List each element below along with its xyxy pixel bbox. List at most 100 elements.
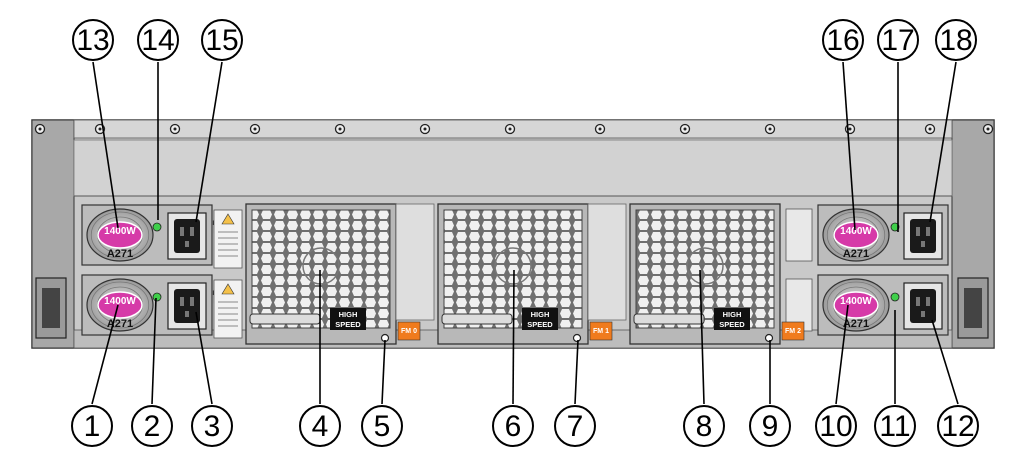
callout-number: 11 bbox=[874, 405, 916, 447]
screw-icon bbox=[419, 123, 431, 135]
screw-icon bbox=[169, 123, 181, 135]
fan-hub-icon bbox=[302, 247, 340, 285]
power-supply-unit: 1400WA271PS 1 bbox=[796, 274, 949, 336]
svg-text:4: 4 bbox=[312, 410, 329, 443]
psu-handle-label[interactable]: 1400W bbox=[97, 221, 143, 249]
svg-text:18: 18 bbox=[939, 24, 972, 57]
svg-text:SPEED: SPEED bbox=[719, 320, 745, 329]
callout-number: 4 bbox=[299, 405, 341, 447]
psu-model: A271 bbox=[843, 248, 869, 260]
callout-number: 5 bbox=[361, 405, 403, 447]
power-supplies: 1400WA271PS 21400WA271PS 01400WA271PS 31… bbox=[81, 204, 949, 339]
fan-status-led-icon bbox=[764, 333, 774, 343]
power-supply-unit: 1400WA271PS 0 bbox=[81, 274, 226, 336]
power-supply-unit: 1400WA271PS 2 bbox=[81, 204, 226, 266]
screw-icon bbox=[982, 123, 994, 135]
callout-number: 15 bbox=[201, 19, 243, 61]
svg-text:SPEED: SPEED bbox=[527, 320, 553, 329]
fan-hub-icon bbox=[686, 247, 724, 285]
ac-power-inlet[interactable] bbox=[167, 212, 207, 260]
fan-status-led-icon bbox=[572, 333, 582, 343]
screw-icon bbox=[249, 123, 261, 135]
callout-number: 16 bbox=[822, 19, 864, 61]
ac-power-inlet[interactable] bbox=[903, 212, 943, 260]
status-led-icon bbox=[152, 292, 162, 302]
warning-icon bbox=[221, 283, 235, 295]
svg-text:8: 8 bbox=[696, 410, 713, 443]
status-led-icon bbox=[890, 292, 900, 302]
svg-text:10: 10 bbox=[819, 410, 852, 443]
svg-text:5: 5 bbox=[374, 410, 391, 443]
warning-icon bbox=[221, 213, 235, 225]
svg-text:11: 11 bbox=[879, 410, 910, 443]
fan-module-handle[interactable] bbox=[633, 313, 705, 325]
psu-model: A271 bbox=[107, 318, 133, 330]
screw-icon bbox=[34, 123, 46, 135]
psu-handle-label[interactable]: 1400W bbox=[97, 291, 143, 319]
svg-text:12: 12 bbox=[941, 410, 974, 443]
callout-number: 17 bbox=[877, 19, 919, 61]
screw-icon bbox=[594, 123, 606, 135]
fan-module-handle[interactable] bbox=[441, 313, 513, 325]
power-supply-unit: 1400WA271PS 3 bbox=[796, 204, 949, 266]
warning-label bbox=[213, 279, 243, 339]
psu-handle-label[interactable]: 1400W bbox=[833, 291, 879, 319]
svg-text:14: 14 bbox=[141, 24, 174, 57]
fan-module-tag: FM 0 bbox=[397, 321, 421, 341]
svg-text:FM 1: FM 1 bbox=[593, 328, 609, 335]
status-led-icon bbox=[890, 222, 900, 232]
left-rail-latch bbox=[35, 277, 67, 339]
svg-text:SPEED: SPEED bbox=[335, 320, 361, 329]
status-led-icon bbox=[152, 222, 162, 232]
psu-blank-panel bbox=[785, 208, 813, 262]
callout-leader-lines bbox=[91, 61, 959, 405]
svg-text:6: 6 bbox=[505, 410, 522, 443]
fan-module-tag: FM 1 bbox=[589, 321, 613, 341]
psu-wattage: 1400W bbox=[104, 226, 136, 237]
callout-number: 3 bbox=[191, 405, 233, 447]
ac-power-inlet[interactable] bbox=[903, 282, 943, 330]
svg-text:9: 9 bbox=[762, 410, 779, 443]
screw-icon bbox=[504, 123, 516, 135]
screw-icon bbox=[679, 123, 691, 135]
callout-number: 14 bbox=[137, 19, 179, 61]
screw-icon bbox=[764, 123, 776, 135]
callout-number: 7 bbox=[554, 405, 596, 447]
svg-text:17: 17 bbox=[881, 24, 914, 57]
callout-number: 12 bbox=[937, 405, 979, 447]
svg-text:HIGH: HIGH bbox=[723, 310, 742, 319]
svg-text:HIGH: HIGH bbox=[531, 310, 550, 319]
screw-icon bbox=[924, 123, 936, 135]
psu-model: A271 bbox=[843, 318, 869, 330]
ac-power-inlet[interactable] bbox=[167, 282, 207, 330]
psu-wattage: 1400W bbox=[104, 296, 136, 307]
fan-module-tag: FM 2 bbox=[781, 321, 805, 341]
svg-text:7: 7 bbox=[567, 410, 584, 443]
svg-text:3: 3 bbox=[204, 410, 221, 443]
warning-label bbox=[213, 209, 243, 269]
psu-handle-label[interactable]: 1400W bbox=[833, 221, 879, 249]
svg-text:FM 2: FM 2 bbox=[785, 328, 801, 335]
fan-hub-icon bbox=[494, 247, 532, 285]
callout-number: 13 bbox=[72, 19, 114, 61]
svg-text:FM 0: FM 0 bbox=[401, 328, 417, 335]
right-rail-latch bbox=[957, 277, 989, 339]
svg-text:16: 16 bbox=[826, 24, 859, 57]
psu-wattage: 1400W bbox=[840, 296, 872, 307]
fan-module-handle[interactable] bbox=[249, 313, 321, 325]
svg-text:2: 2 bbox=[144, 410, 161, 443]
callout-number: 10 bbox=[815, 405, 857, 447]
screw-icon bbox=[334, 123, 346, 135]
callout-number: 8 bbox=[683, 405, 725, 447]
callout-number: 2 bbox=[131, 405, 173, 447]
chassis-screws bbox=[34, 123, 994, 135]
